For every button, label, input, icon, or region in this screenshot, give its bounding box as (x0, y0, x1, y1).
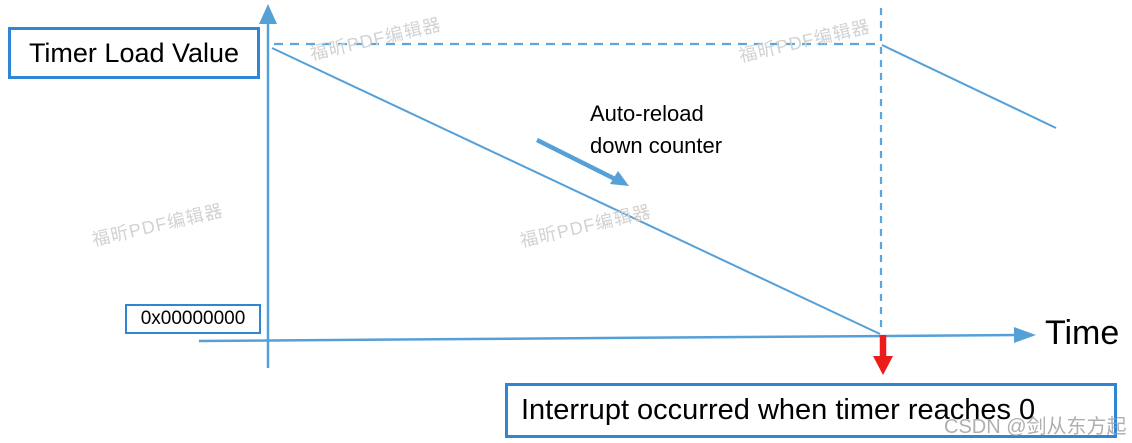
interrupt-label-box: Interrupt occurred when timer reaches 0 (505, 383, 1117, 438)
time-axis-label: Time (1045, 314, 1120, 352)
auto-reload-annotation: Auto-reload down counter (590, 101, 723, 158)
reload-count-line (881, 44, 1057, 129)
timer-load-value-box: Timer Load Value (8, 27, 260, 79)
value-axis (259, 4, 277, 368)
annotation-arrow (535, 137, 629, 186)
down-count-line (271, 47, 881, 335)
value-axis-arrowhead (259, 4, 277, 24)
zero-value-box: 0x00000000 (125, 304, 261, 334)
time-axis (198, 327, 1036, 343)
interrupt-arrow (873, 335, 893, 375)
time-axis-arrowhead (1014, 327, 1036, 343)
